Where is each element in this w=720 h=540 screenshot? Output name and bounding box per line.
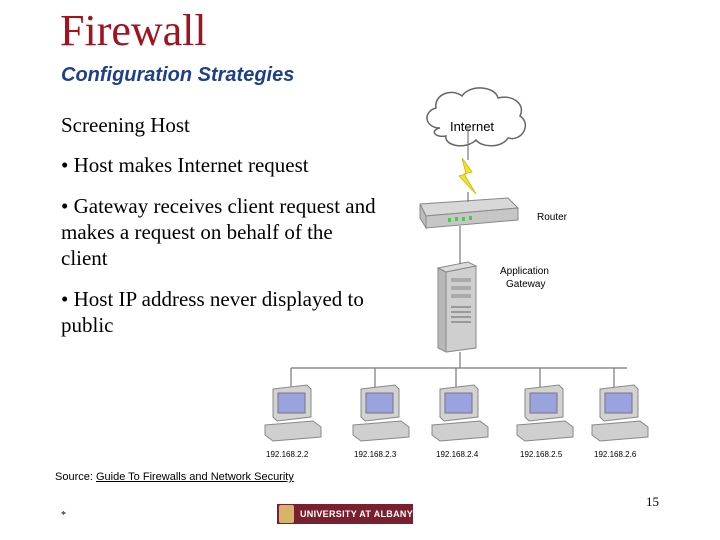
footer-mark: * (61, 510, 66, 521)
slide-title: Firewall (60, 6, 207, 55)
host-computer-icon (431, 384, 489, 442)
university-seal-icon (279, 505, 294, 523)
source-citation: Source: Guide To Firewalls and Network S… (55, 471, 294, 483)
host-computer-icon (264, 384, 322, 442)
network-links (290, 128, 627, 388)
host-computer-icon (352, 384, 410, 442)
internet-label: Internet (450, 119, 494, 134)
gateway-label-line2: Gateway (506, 279, 545, 290)
university-logo: UNIVERSITY AT ALBANY (277, 504, 413, 524)
bullet-item: • Gateway receives client request and ma… (61, 194, 376, 270)
host-ip-label: 192.168.2.2 (266, 450, 309, 459)
gateway-label-line1: Application (500, 266, 549, 277)
section-heading: Screening Host (61, 113, 190, 137)
slide-subtitle: Configuration Strategies (61, 64, 295, 86)
source-prefix: Source: (55, 471, 96, 483)
bullet-item: • Host makes Internet request (61, 153, 309, 177)
router-label: Router (537, 212, 568, 223)
bullet-item: • Host IP address never displayed to pub… (61, 287, 364, 337)
host-ip-label: 192.168.2.3 (354, 450, 397, 459)
source-link[interactable]: Guide To Firewalls and Network Security (95, 471, 294, 483)
router-icon (419, 197, 520, 230)
host-computer-icon (516, 384, 574, 442)
logo-text: UNIVERSITY AT ALBANY (299, 509, 413, 519)
internet-cloud-icon: Internet (426, 87, 526, 147)
bullet-list: • Host makes Internet request • Gateway … (61, 152, 381, 353)
lightning-icon (458, 157, 477, 195)
host-ip-label: 192.168.2.6 (594, 450, 637, 459)
host-computer-icon (591, 384, 649, 442)
gateway-server-icon (436, 261, 478, 353)
host-ip-label: 192.168.2.5 (520, 450, 563, 459)
host-ip-label: 192.168.2.4 (436, 450, 479, 459)
page-number: 15 (646, 494, 659, 509)
network-diagram: Internet Router Application Gateway (264, 87, 649, 459)
